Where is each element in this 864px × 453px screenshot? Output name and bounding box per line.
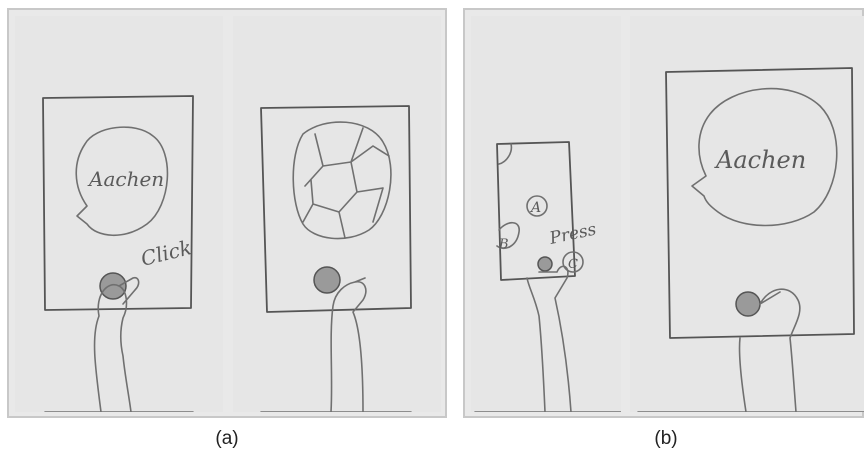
marker-b-label: B bbox=[498, 237, 509, 252]
button-icon bbox=[314, 267, 340, 293]
bubble-text: Aachen bbox=[714, 146, 806, 174]
marker-a-label: A bbox=[529, 200, 541, 216]
bubble-text: Aachen bbox=[87, 167, 164, 191]
speech-bubble bbox=[293, 122, 391, 239]
button-icon bbox=[736, 292, 760, 316]
marker-c-label: C bbox=[568, 257, 578, 272]
device-screen bbox=[666, 68, 854, 338]
action-text: Click bbox=[138, 235, 194, 271]
sketch-panel-b2: Aachen bbox=[630, 16, 864, 412]
sketch-panel-a1: Aachen Click bbox=[15, 16, 223, 412]
sketch-panel-a2 bbox=[233, 16, 441, 412]
sketch-panel-b1: A B C Press bbox=[471, 16, 621, 412]
caption-a: (a) bbox=[197, 428, 257, 450]
hand-icon bbox=[527, 266, 571, 412]
figure-a: Aachen Click bbox=[7, 8, 447, 418]
button-icon bbox=[100, 273, 126, 299]
action-text: Press bbox=[547, 219, 598, 249]
hand-icon bbox=[331, 278, 366, 412]
caption-b: (b) bbox=[636, 428, 696, 450]
figure-b: A B C Press Aachen bbox=[463, 8, 864, 418]
button-icon bbox=[538, 257, 552, 271]
